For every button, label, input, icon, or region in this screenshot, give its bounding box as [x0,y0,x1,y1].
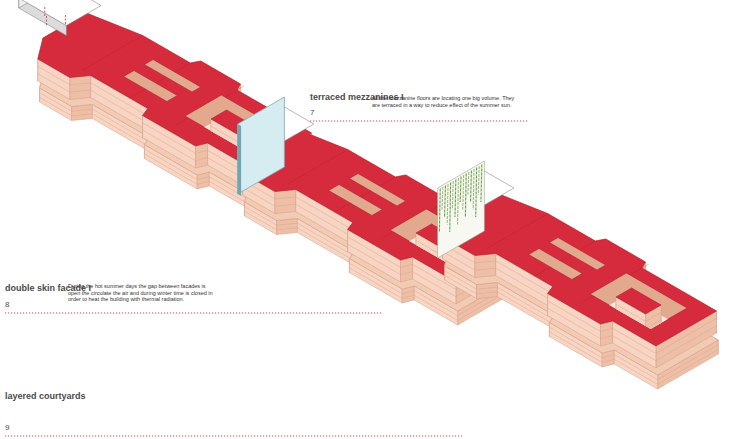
glass-facade [238,97,285,194]
floor-line [477,292,498,294]
cantilever-box [19,0,101,36]
box-face [19,0,101,26]
floor-line [38,74,70,93]
hanging-plant [452,181,454,210]
floor-line [645,320,661,329]
floor-line [197,177,209,180]
floor-line [400,272,412,275]
courtyard-floor [529,271,583,302]
slab-side [275,190,296,214]
slab-side [401,257,413,282]
floor-line [197,181,209,184]
floor-line [70,90,91,92]
dotted-rule [5,313,382,314]
floor-line [402,291,414,294]
hanging-figure [65,15,66,25]
floor-line [195,150,207,153]
floor-line [195,158,207,161]
slab-side [475,254,496,278]
hanging-plant [460,177,462,203]
courtyard [124,93,178,124]
lower-slab-side [477,283,498,299]
green-facade [438,161,485,258]
hanging-plant [470,171,472,203]
callout-number: 7 [310,108,314,117]
courtyard-floor [329,207,383,238]
hanging-figure [44,7,45,17]
hanging-plant [465,174,467,218]
courtyard [529,271,583,302]
floor-line [616,312,645,329]
floor-line [600,336,612,339]
floor-line [277,223,298,225]
courtyard-floor [124,93,178,124]
floor-line [402,295,414,298]
lower-slab-side [72,105,93,121]
roof-line [82,37,141,71]
callout-number: 8 [5,300,9,309]
hanging-plant [447,184,449,225]
hanging-plant [454,180,456,218]
courtyard-wall [124,71,178,102]
slab-side [70,76,91,100]
floor-line [72,114,93,116]
hanging-plant [439,189,441,233]
annotation-text: All the mezzanine floors are locating on… [372,95,522,108]
hanging-plant [475,168,477,218]
island-roof [616,288,661,314]
floor-line [443,252,475,270]
hanging-plant [478,166,480,195]
building-model [238,97,519,325]
floor-line [211,134,240,151]
slab-side [601,321,613,346]
floor-line [72,109,93,111]
floor-line [275,197,296,199]
annotation-title: layered courtyards [5,391,86,401]
hanging-plant [441,187,443,210]
floor-line [275,204,296,206]
dotted-rule [5,436,462,437]
hanging-plant [473,169,475,210]
roof-line [287,151,346,185]
floor-line [243,188,275,207]
floor-line [475,268,496,270]
floor-line [600,328,612,331]
building-model [438,161,719,389]
courtyard-island [616,288,661,336]
floor-line [70,83,91,85]
floor-line [477,287,498,289]
floor-line [602,355,614,358]
floor-line [645,312,661,321]
slab-side [196,143,208,168]
floor-line [400,264,412,267]
hanging-plant [462,175,464,210]
floor-line [277,228,298,230]
hanging-plant [467,172,469,195]
floor-line [475,261,496,263]
courtyard-wall [329,185,383,216]
hanging-figure [46,16,47,26]
courtyard-wall [529,249,583,280]
hanging-plant [480,165,482,203]
hanging-plant [444,186,446,218]
hanging-plant [457,178,459,225]
dotted-rule [310,121,528,122]
callout-number: 9 [5,423,9,432]
annotation-text: During the hot summer days the gap betwe… [68,283,218,303]
glass-edge [238,124,242,196]
floor-line [602,359,614,362]
courtyard [329,207,383,238]
lower-slab-side [277,219,298,235]
hanging-plant [449,183,451,233]
roof-line [487,215,546,249]
